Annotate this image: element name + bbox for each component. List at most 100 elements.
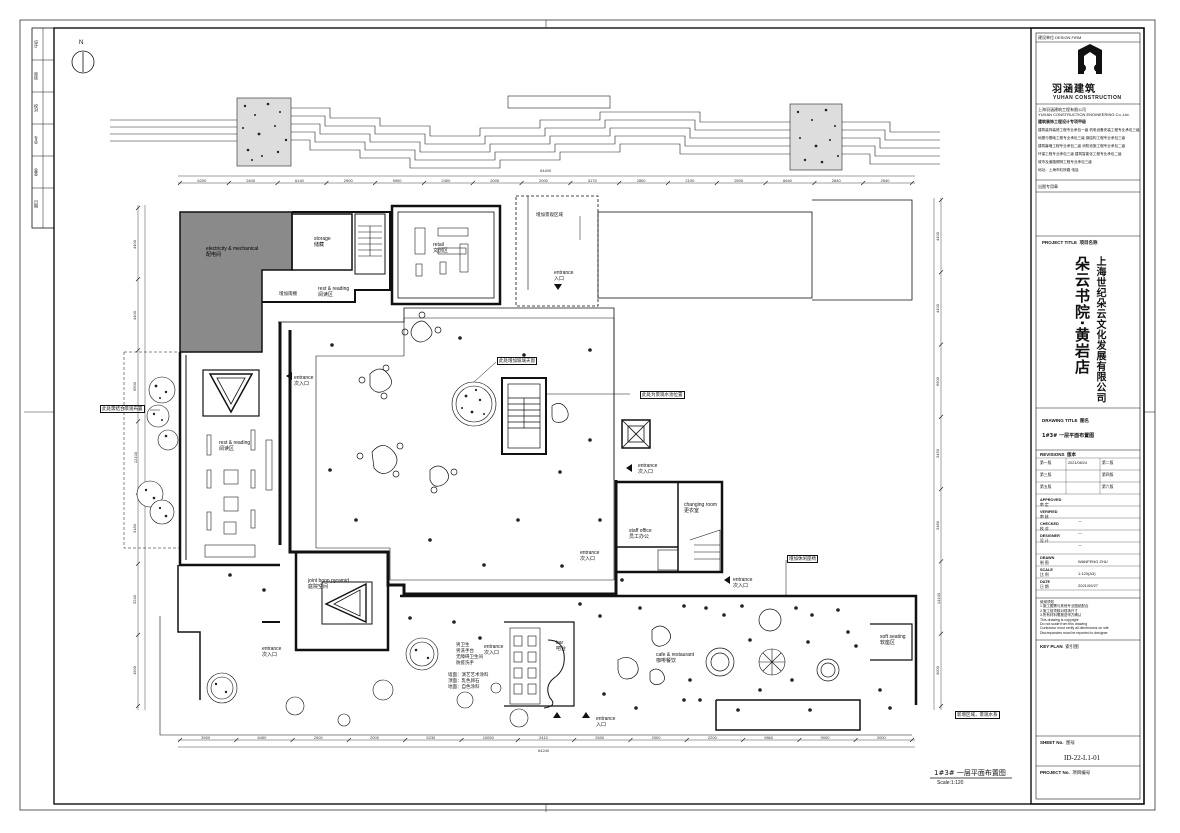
drawing-title-label: DRAWING TITLE 图名 xyxy=(1042,418,1090,423)
top-dimension-label: 2500 xyxy=(734,178,744,183)
bottom-dimension-label: 5230 xyxy=(426,735,436,740)
reading-room-furniture xyxy=(204,227,469,558)
dimension-tick xyxy=(628,737,633,743)
logo-text-cn: 羽涵建筑 xyxy=(1052,84,1096,95)
scale-value: 1:120(A3) xyxy=(1078,571,1096,576)
dimension-tick xyxy=(226,180,232,186)
stair-changing xyxy=(657,529,721,572)
drawn-value: WANFENG ZHU xyxy=(1078,559,1108,564)
dimension-tick xyxy=(616,180,622,186)
dimension-tick xyxy=(135,276,141,282)
dimension-tick xyxy=(135,632,141,638)
firm-name: 上海羽涵建筑工程有限公司 YUHAN CONSTRUCTION ENGINEER… xyxy=(1038,107,1130,117)
bottom-dimension-label: 2000 xyxy=(370,735,379,740)
project-name: 朵云书院·黄岩店 xyxy=(1073,256,1091,375)
bottom-dimension-label: 2200 xyxy=(707,735,717,740)
tree-canopy-dots xyxy=(144,384,485,694)
dimension-tick xyxy=(346,737,352,743)
dimension-tick xyxy=(421,180,427,186)
left-dimension-label: 3180 xyxy=(131,524,137,534)
drawing-title-value: 1#3# 一层平面布置图 xyxy=(1042,433,1095,439)
dimension-tick xyxy=(938,197,944,203)
left-dimension-label: 3240 xyxy=(131,595,137,605)
top-dimension-label: 2400 xyxy=(441,178,451,183)
furniture-dots xyxy=(228,336,892,712)
bottom-dimension-label: 9860 xyxy=(764,735,774,740)
bottom-dimension-label: 10050 xyxy=(482,735,494,740)
note-lounge-chairs: 增加休闲座椅 xyxy=(787,555,818,563)
dimension-tick xyxy=(665,180,671,186)
bottom-dimension-label: 2000 xyxy=(876,735,886,740)
dimension-tick xyxy=(568,180,573,186)
dimension-tick xyxy=(909,737,915,743)
top-dimension-label: 2000 xyxy=(539,178,548,183)
left-strip-label: 会签 xyxy=(34,168,39,176)
dimension-tick xyxy=(324,180,329,186)
dimension-tick xyxy=(938,342,944,347)
dimension-tick xyxy=(684,737,690,743)
left-dimension-label: 12100 xyxy=(133,451,139,464)
stair-central xyxy=(501,377,547,455)
sheet-no-value: ID-22-L1-01 xyxy=(1064,754,1101,762)
dimension-tick xyxy=(812,180,817,186)
left-signature-strip xyxy=(31,27,55,229)
dimension-tick xyxy=(515,737,521,743)
dimension-tick xyxy=(372,180,378,186)
wall-finish-note: 墙面：演艺艺术涂料 顶面：乳色卵石 地面：自色涂料 xyxy=(448,672,489,689)
usage-note-line: 2.施工前须核对现场尺寸 xyxy=(1040,608,1078,613)
dimension-tick xyxy=(135,561,141,566)
key-plan-label: KEY PLAN 索引图 xyxy=(1040,644,1079,649)
left-strip-label: 校对 xyxy=(34,104,39,112)
right-dimension-label: 4400 xyxy=(934,232,940,242)
left-strip-label: 设计 xyxy=(34,40,39,48)
firm-header: 建设单位 DESIGN FIRM xyxy=(1038,35,1082,40)
dimension-tick xyxy=(938,559,944,564)
note-new-water-feature: 新增区域，景观水系 xyxy=(955,711,1000,719)
dimension-tick xyxy=(763,180,768,186)
dimension-tick xyxy=(135,348,141,353)
top-dimension-label: 2400 xyxy=(246,178,256,183)
stone-texture xyxy=(242,102,839,164)
left-dimension-label: 6500 xyxy=(131,381,137,391)
dimension-tick xyxy=(938,270,944,275)
building-walls xyxy=(123,195,918,736)
dimension-tick xyxy=(519,180,524,186)
top-dimension-label: 2540 xyxy=(880,178,890,183)
top-dimension-label: 6200 xyxy=(197,178,207,183)
top-dimension-label: 2005 xyxy=(490,178,500,183)
elevator-icon xyxy=(621,419,651,449)
date-value: 2021/09/27 xyxy=(1078,583,1099,588)
right-dimension-label: 3480 xyxy=(934,521,940,531)
bottom-dimension-label: 6450 xyxy=(257,735,267,740)
top-landscape-steps xyxy=(110,95,940,171)
top-dimension-label: 9900 xyxy=(392,178,402,183)
left-strip-label: 审核 xyxy=(34,72,39,80)
cert-lines: 建筑装饰装修工程专业承包一级 机电设备安装工程专业承包三级 地基与基础工程专业承… xyxy=(1038,128,1140,172)
dimension-tick xyxy=(909,180,915,186)
bottom-dimension-label: 3900 xyxy=(201,735,211,740)
logo-text-en: YUHAN CONSTRUCTION xyxy=(1053,95,1122,101)
left-dimension-label: 1900 xyxy=(131,666,137,676)
dimension-tick xyxy=(860,180,866,186)
left-dimension-label: 4400 xyxy=(131,239,137,249)
dimension-tick xyxy=(275,180,280,186)
top-dimension-label: 6140 xyxy=(295,178,304,183)
pyramid-skylight-left xyxy=(202,369,260,417)
